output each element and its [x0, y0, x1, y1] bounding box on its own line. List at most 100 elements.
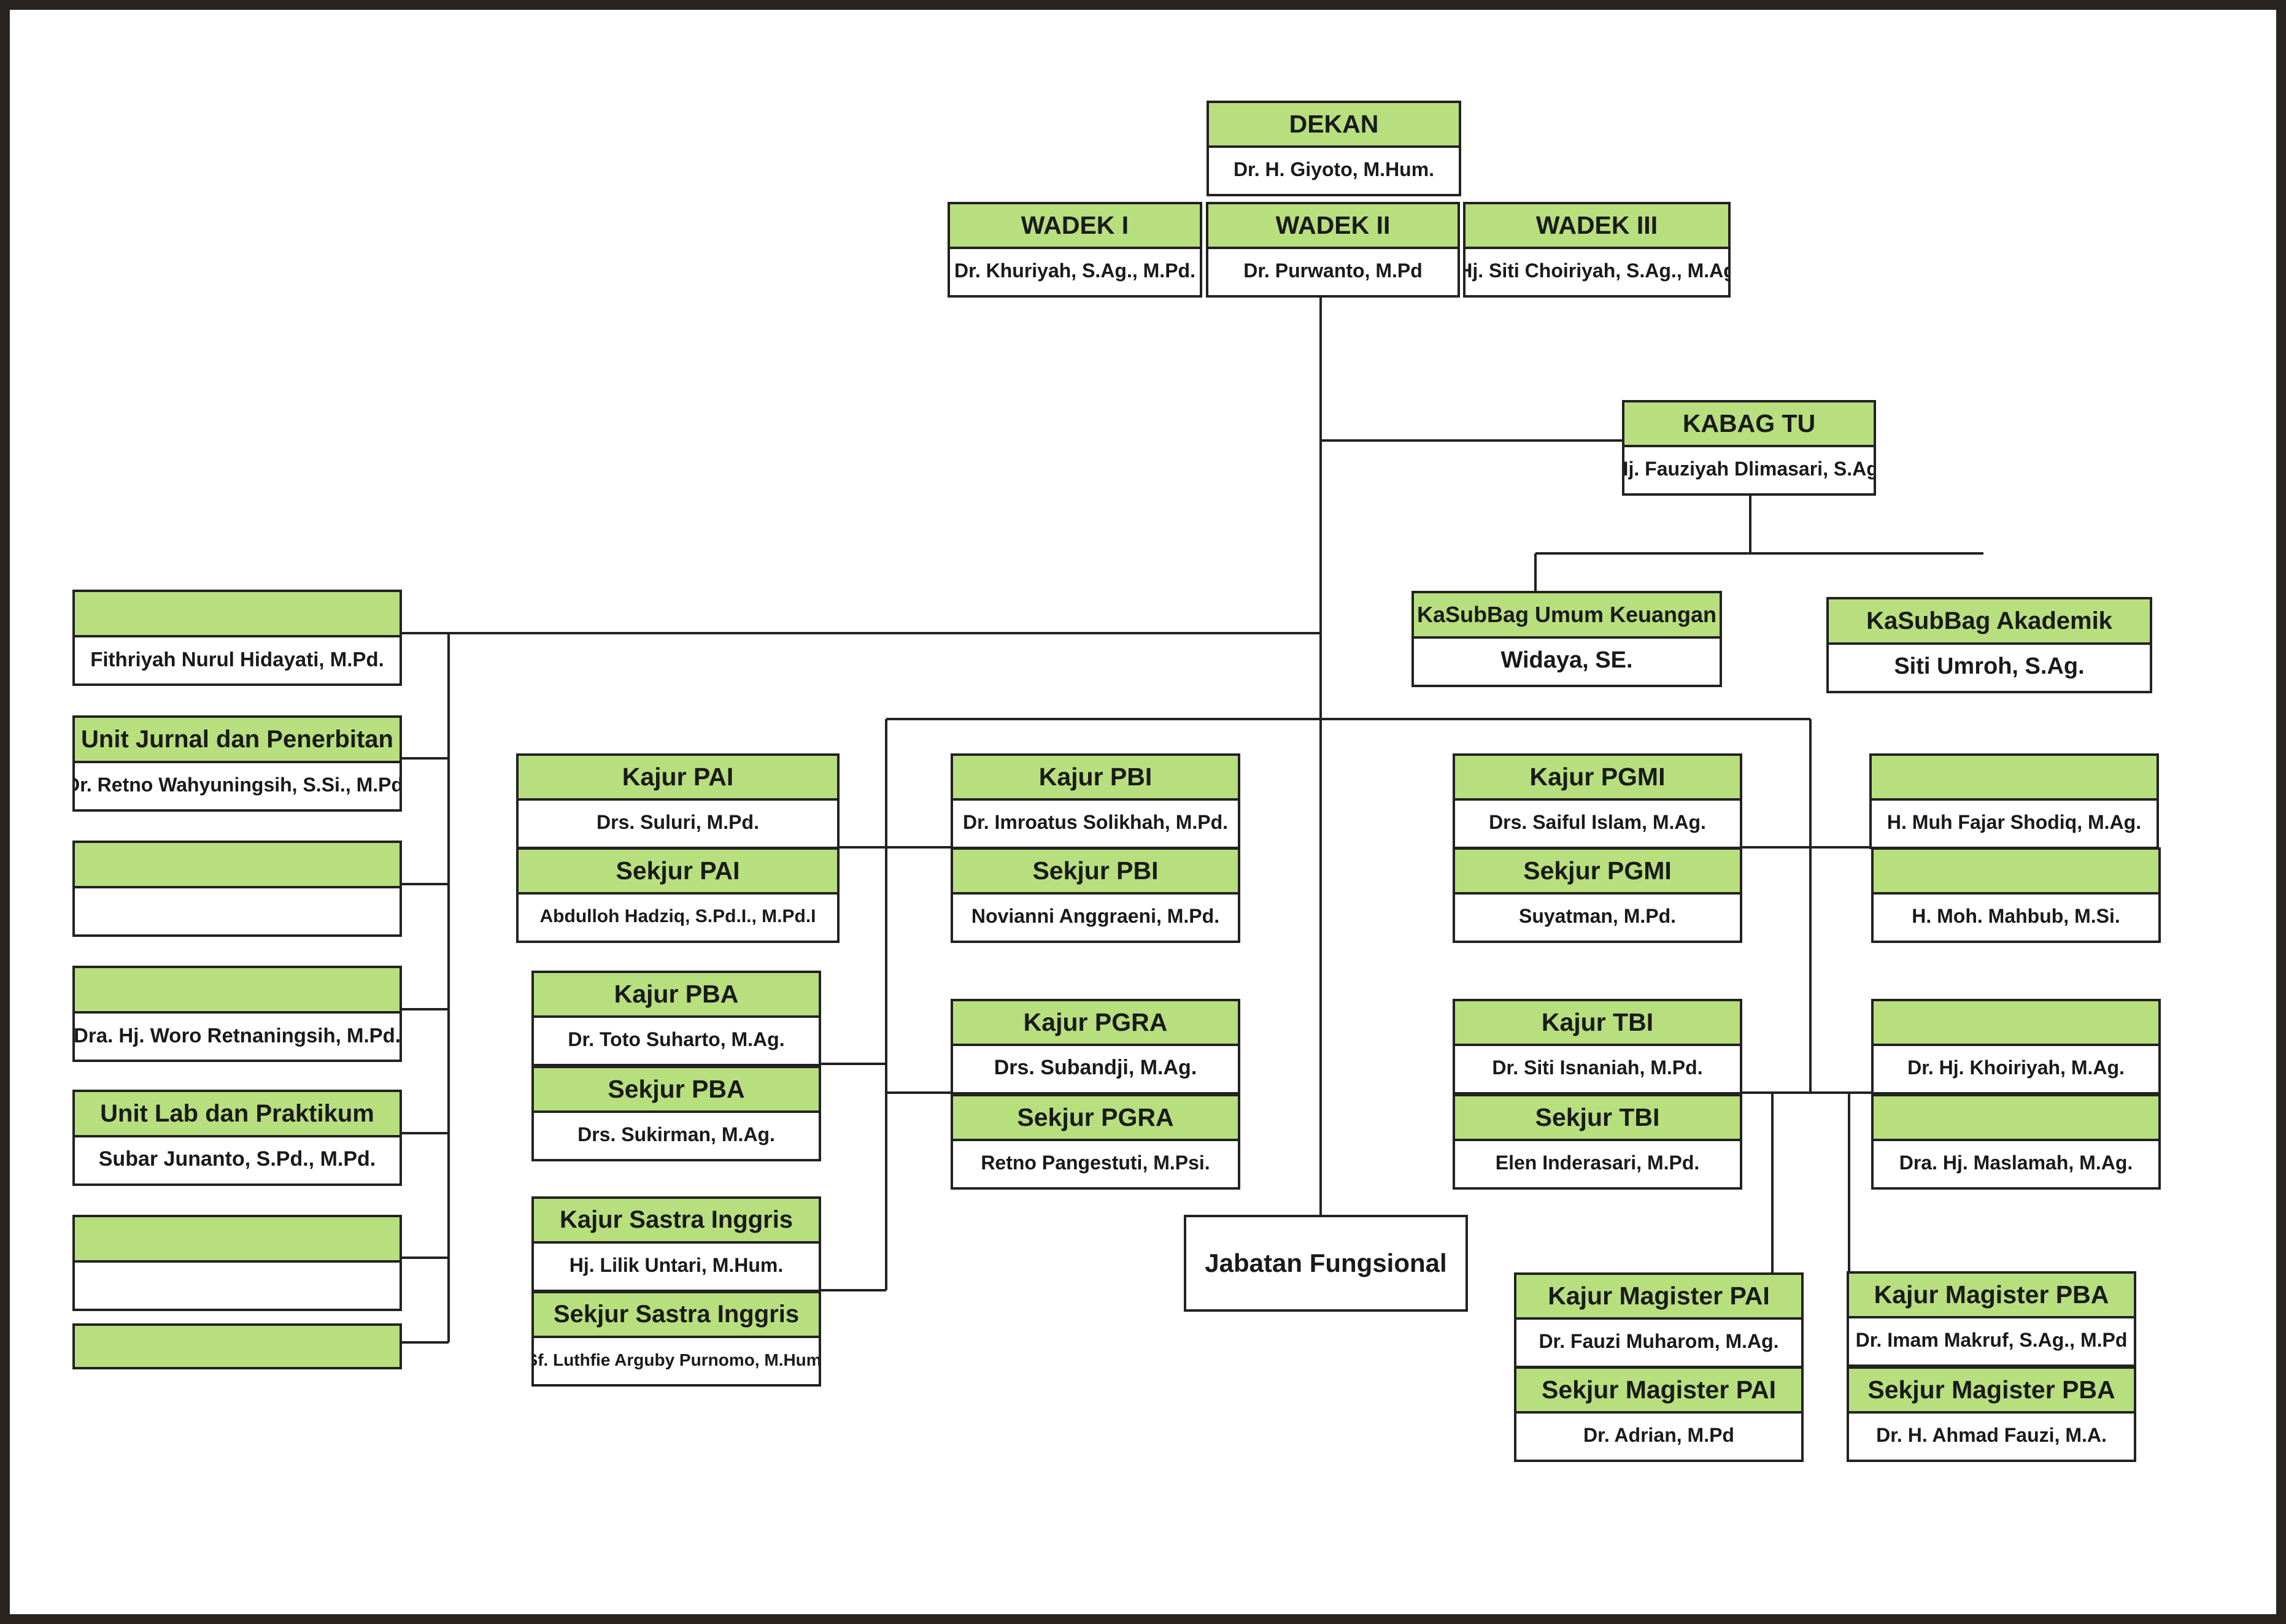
box-name: Abdulloh Hadziq, S.Pd.I., M.Pd.I [539, 906, 816, 926]
unit-box-7 [72, 1323, 402, 1369]
box-name: Subar Junanto, S.Pd., M.Pd. [98, 1147, 376, 1171]
box-name: Dr. Imam Makruf, S.Ag., M.Pd [1855, 1329, 2128, 1351]
box-name [75, 886, 400, 934]
dekan-box: DEKAN Dr. H. Giyoto, M.Hum. [1207, 101, 1461, 196]
box-title: Sekjur TBI [1455, 1096, 1740, 1141]
box-title [1874, 1096, 2158, 1141]
box-title: DEKAN [1209, 103, 1459, 148]
box-name: Dr. Imroatus Solikhah, M.Pd. [962, 811, 1229, 833]
box-name: Retno Pangestuti, M.Psi. [981, 1152, 1210, 1174]
box-title [75, 968, 400, 1014]
wadek2-box: WADEK II Dr. Purwanto, M.Pd [1206, 202, 1460, 298]
box-name: Drs. Sukirman, M.Ag. [577, 1123, 775, 1145]
box-title: KaSubBag Akademik [1829, 599, 2150, 645]
box-name: H. Muh Fajar Shodiq, M.Ag. [1886, 811, 2142, 833]
kasubbag-akademik-box: KaSubBag Akademik Siti Umroh, S.Ag. [1826, 597, 2152, 693]
right-box-1: H. Muh Fajar Shodiq, M.Ag. [1869, 753, 2159, 849]
box-title: WADEK II [1208, 204, 1458, 249]
box-title [1874, 850, 2158, 895]
right-box-2: H. Moh. Mahbub, M.Si. [1871, 847, 2161, 943]
right-box-3: Dr. Hj. Khoiriyah, M.Ag. [1871, 999, 2161, 1095]
box-title: Unit Jurnal dan Penerbitan [75, 718, 400, 763]
box-name [75, 1260, 400, 1309]
unit-box-2: Unit Jurnal dan Penerbitan Dr. Retno Wah… [72, 715, 402, 812]
box-name: Drs. Saiful Islam, M.Ag. [1489, 811, 1706, 833]
box-name: Dr. Toto Suharto, M.Ag. [568, 1028, 785, 1050]
box-title: Kajur PGRA [953, 1001, 1238, 1046]
sekjur-magister-pai-box: Sekjur Magister PAI Dr. Adrian, M.Pd [1514, 1366, 1804, 1462]
box-title: Kajur PAI [519, 756, 837, 801]
box-title: Kajur PBA [534, 973, 819, 1018]
sekjur-sastra-inggris-box: Sekjur Sastra Inggris Sf. Luthfie Arguby… [531, 1291, 821, 1387]
box-title: Sekjur PGMI [1455, 850, 1740, 895]
right-box-4: Dra. Hj. Maslamah, M.Ag. [1871, 1094, 2161, 1190]
kajur-magister-pba-box: Kajur Magister PBA Dr. Imam Makruf, S.Ag… [1847, 1271, 2136, 1367]
box-title: Kajur PBI [953, 756, 1238, 801]
box-name: Siti Umroh, S.Ag. [1894, 653, 2085, 679]
box-title: Kajur Magister PBA [1849, 1274, 2134, 1318]
box-title: WADEK I [950, 204, 1200, 249]
wadek1-box: WADEK I Dr. Khuriyah, S.Ag., M.Pd. [948, 202, 1202, 298]
box-name: H. Moh. Mahbub, M.Si. [1912, 905, 2120, 927]
box-title: Sekjur PBI [953, 850, 1238, 895]
box-name: Dr. H. Ahmad Fauzi, M.A. [1876, 1424, 2107, 1446]
sekjur-pgmi-box: Sekjur PGMI Suyatman, M.Pd. [1453, 847, 1742, 943]
box-title [75, 843, 400, 888]
box-title: Kajur PGMI [1455, 756, 1740, 801]
box-name: Dra. Hj. Maslamah, M.Ag. [1899, 1152, 2133, 1174]
box-name: Drs. Subandji, M.Ag. [994, 1056, 1197, 1079]
box-title: Sekjur PAI [519, 850, 837, 895]
wadek3-box: WADEK III Hj. Siti Choiriyah, S.Ag., M.A… [1463, 202, 1731, 298]
box-name: Fithriyah Nurul Hidayati, M.Pd. [90, 647, 384, 671]
box-name: Hj. Siti Choiriyah, S.Ag., M.Ag [1465, 260, 1728, 282]
box-name: Novianni Anggraeni, M.Pd. [971, 905, 1220, 927]
sekjur-pgra-box: Sekjur PGRA Retno Pangestuti, M.Psi. [951, 1094, 1240, 1190]
box-title: Unit Lab dan Praktikum [75, 1092, 400, 1137]
box-title [75, 1217, 400, 1263]
box-name: Widaya, SE. [1500, 647, 1633, 673]
box-title [1872, 756, 2157, 801]
box-title [75, 592, 400, 637]
kasubbag-umum-box: KaSubBag Umum Keuangan Widaya, SE. [1411, 591, 1722, 687]
kajur-magister-pai-box: Kajur Magister PAI Dr. Fauzi Muharom, M.… [1514, 1272, 1804, 1368]
unit-box-1: Fithriyah Nurul Hidayati, M.Pd. [72, 590, 402, 686]
kajur-pgmi-box: Kajur PGMI Drs. Saiful Islam, M.Ag. [1453, 753, 1742, 849]
box-title: Kajur Sastra Inggris [534, 1199, 819, 1244]
sekjur-pba-box: Sekjur PBA Drs. Sukirman, M.Ag. [531, 1066, 821, 1161]
box-name: Dra. Hj. Woro Retnaningsih, M.Pd. [75, 1023, 400, 1047]
box-title: KaSubBag Umum Keuangan [1414, 593, 1720, 639]
box-title: Sekjur PGRA [953, 1096, 1238, 1141]
sekjur-magister-pba-box: Sekjur Magister PBA Dr. H. Ahmad Fauzi, … [1847, 1366, 2136, 1462]
sekjur-tbi-box: Sekjur TBI Elen Inderasari, M.Pd. [1453, 1094, 1742, 1190]
box-name: Dr. Siti Isnaniah, M.Pd. [1492, 1056, 1703, 1079]
sekjur-pai-box: Sekjur PAI Abdulloh Hadziq, S.Pd.I., M.P… [516, 847, 840, 943]
kajur-tbi-box: Kajur TBI Dr. Siti Isnaniah, M.Pd. [1453, 999, 1742, 1095]
kajur-sastra-inggris-box: Kajur Sastra Inggris Hj. Lilik Untari, M… [531, 1196, 821, 1292]
kajur-pai-box: Kajur PAI Drs. Suluri, M.Pd. [516, 753, 840, 849]
box-name: Elen Inderasari, M.Pd. [1495, 1152, 1700, 1174]
unit-box-4: Dra. Hj. Woro Retnaningsih, M.Pd. [72, 966, 402, 1062]
box-title: Sekjur PBA [534, 1068, 819, 1113]
box-title [1874, 1001, 2158, 1046]
unit-box-6 [72, 1215, 402, 1311]
box-name: Dr. Khuriyah, S.Ag., M.Pd. [954, 260, 1195, 282]
unit-box-5: Unit Lab dan Praktikum Subar Junanto, S.… [72, 1090, 402, 1186]
box-name: Dr. Hj. Khoiriyah, M.Ag. [1907, 1056, 2125, 1079]
box-title: Sekjur Sastra Inggris [534, 1293, 819, 1338]
box-name: Drs. Suluri, M.Pd. [597, 811, 759, 833]
kajur-pbi-box: Kajur PBI Dr. Imroatus Solikhah, M.Pd. [951, 753, 1240, 849]
box-title: Kajur Magister PAI [1516, 1275, 1801, 1320]
box-name: Dr. Adrian, M.Pd [1583, 1424, 1734, 1446]
box-name: Dr. Purwanto, M.Pd [1243, 260, 1423, 282]
box-name: Hj. Fauziyah Dlimasari, S.Ag. [1624, 458, 1874, 480]
jabatan-fungsional-box: Jabatan Fungsional [1184, 1215, 1468, 1312]
box-name: Suyatman, M.Pd. [1518, 905, 1677, 927]
box-title: Kajur TBI [1455, 1001, 1740, 1046]
box-name: Dr. H. Giyoto, M.Hum. [1233, 158, 1435, 180]
box-title: WADEK III [1465, 204, 1728, 249]
box-title: KABAG TU [1624, 402, 1874, 447]
box-title: Sekjur Magister PAI [1516, 1369, 1801, 1414]
box-name: Hj. Lilik Untari, M.Hum. [569, 1254, 784, 1276]
